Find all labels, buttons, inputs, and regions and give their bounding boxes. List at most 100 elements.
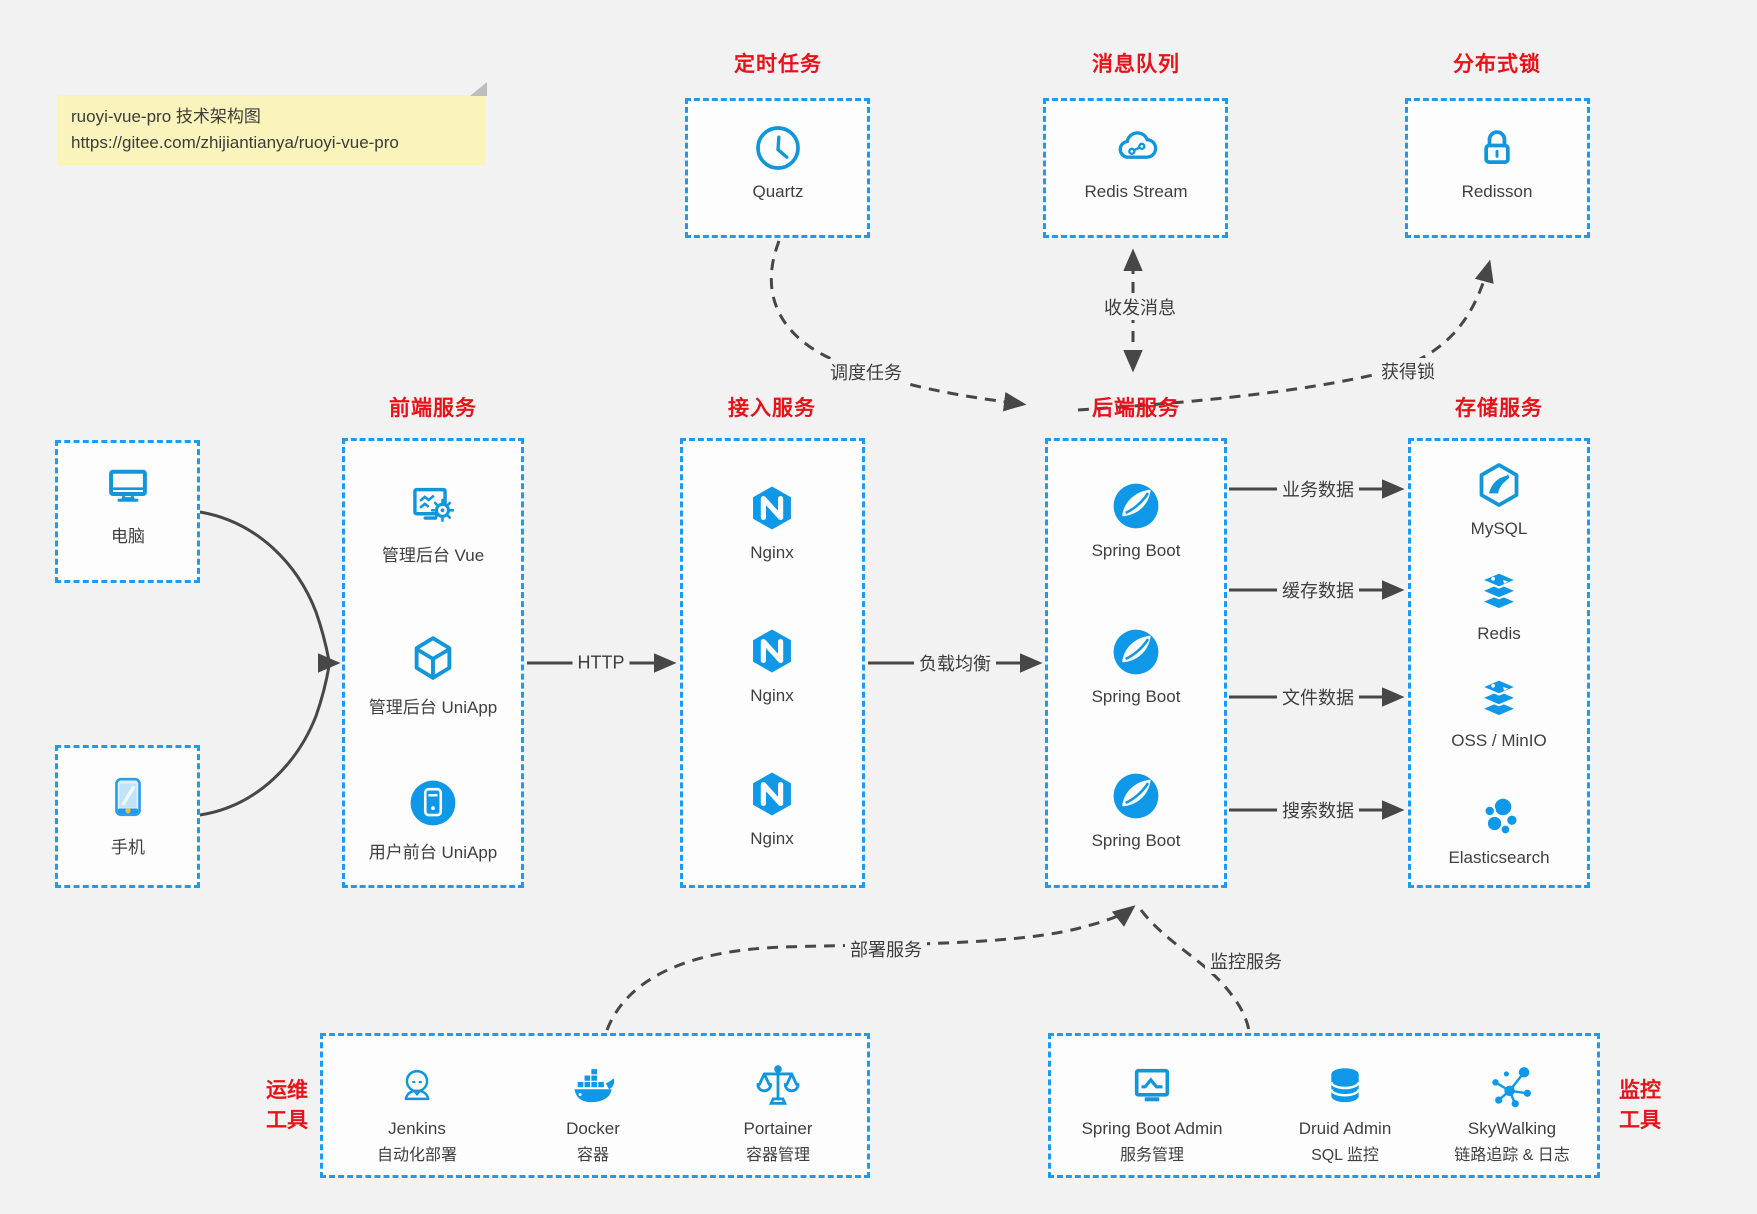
node-label: Elasticsearch — [1448, 848, 1550, 867]
node-sublabel: 链路追踪 & 日志 — [1454, 1147, 1570, 1164]
node-label: Spring Boot — [1091, 541, 1181, 560]
node-quartz: Quartz — [673, 118, 883, 202]
druid-icon — [1316, 1057, 1374, 1115]
group-box-desktop — [55, 440, 200, 583]
node-portainer: Portainer 容器管理 — [673, 1057, 883, 1165]
edge-label-schedule-task: 调度任务 — [825, 359, 907, 385]
node-elasticsearch: Elasticsearch — [1394, 786, 1604, 868]
group-box-monitoring — [1048, 1033, 1600, 1178]
note-title: ruoyi-vue-pro 技术架构图 — [71, 107, 261, 126]
node-redis-stream: Redis Stream — [1031, 118, 1241, 202]
admin-vue-icon — [402, 475, 464, 537]
edge-label-file-data: 文件数据 — [1277, 684, 1359, 710]
node-label: Spring Boot Admin — [1081, 1119, 1223, 1138]
edge-label-http: HTTP — [572, 652, 630, 674]
node-sublabel: 自动化部署 — [376, 1147, 457, 1164]
node-label: 手机 — [111, 838, 145, 857]
nginx-icon — [741, 620, 803, 682]
node-nginx-2: Nginx — [667, 620, 877, 706]
group-title-lock: 分布式锁 — [1453, 53, 1541, 76]
node-oss-minio: OSS / MinIO — [1394, 667, 1604, 751]
node-spring-boot-admin: Spring Boot Admin 服务管理 — [1047, 1057, 1257, 1165]
group-title-mq: 消息队列 — [1092, 53, 1180, 76]
sticky-note: ruoyi-vue-pro 技术架构图 https://gitee.com/zh… — [57, 82, 487, 165]
node-label: Portainer — [743, 1119, 813, 1138]
node-label: Redis Stream — [1084, 182, 1188, 201]
node-label: 管理后台 UniApp — [368, 698, 498, 717]
edge-mobile-to-frontend — [199, 665, 331, 817]
node-label: Docker — [566, 1119, 620, 1138]
spring-boot-admin-icon — [1123, 1057, 1181, 1115]
redis-icon — [1469, 560, 1529, 620]
edge-label-send-receive-msg: 收发消息 — [1099, 294, 1181, 320]
node-label: 电脑 — [111, 527, 145, 546]
node-sublabel: 容器 — [576, 1147, 609, 1164]
node-label: Nginx — [750, 543, 794, 562]
edge-label-search-data: 搜索数据 — [1277, 797, 1359, 823]
node-springboot-2: Spring Boot — [1031, 621, 1241, 707]
cube-icon — [402, 627, 464, 689]
node-label: Druid Admin — [1298, 1119, 1392, 1138]
edge-lock-line — [1077, 259, 1494, 412]
node-label: Nginx — [750, 686, 794, 705]
node-jenkins: Jenkins 自动化部署 — [312, 1057, 522, 1165]
node-user-uniapp: 用户前台 UniApp — [328, 772, 538, 863]
group-box-mq — [1043, 98, 1228, 238]
node-label: SkyWalking — [1467, 1119, 1557, 1138]
group-title-ops: 运维 工具 — [266, 1076, 308, 1136]
redis-stream-cloud-icon — [1106, 118, 1166, 178]
node-sublabel: 服务管理 — [1119, 1147, 1184, 1164]
edge-deploy-line — [605, 905, 1136, 1031]
node-label: OSS / MinIO — [1451, 731, 1547, 750]
edge-label-deploy-service: 部署服务 — [845, 936, 927, 962]
group-title-frontend: 前端服务 — [389, 397, 477, 420]
group-title-gateway: 接入服务 — [728, 397, 816, 420]
note-fold-corner — [470, 82, 487, 96]
node-skywalking: SkyWalking 链路追踪 & 日志 — [1407, 1057, 1617, 1165]
group-title-storage: 存储服务 — [1455, 397, 1543, 420]
oss-icon — [1469, 667, 1529, 727]
node-label: 用户前台 UniApp — [368, 843, 498, 862]
node-sublabel: 容器管理 — [745, 1147, 810, 1164]
group-title-scheduled: 定时任务 — [734, 53, 822, 76]
nginx-icon — [741, 763, 803, 825]
node-label: Redis — [1477, 624, 1521, 643]
node-nginx-3: Nginx — [667, 763, 877, 849]
note-url: https://gitee.com/zhijiantianya/ruoyi-vu… — [71, 133, 399, 152]
node-redisson: Redisson — [1392, 118, 1602, 202]
group-title-backend: 后端服务 — [1092, 397, 1180, 420]
edge-label-monitor-service: 监控服务 — [1205, 948, 1287, 974]
node-springboot-1: Spring Boot — [1031, 475, 1241, 561]
smartphone-icon — [96, 765, 160, 829]
monitoring-title-line2: 工具 — [1619, 1109, 1661, 1132]
ops-title-line1: 运维 — [266, 1079, 308, 1102]
clock-icon — [748, 118, 808, 178]
monitoring-title-line1: 监控 — [1619, 1079, 1661, 1102]
node-mobile: 手机 — [23, 765, 233, 858]
node-label: Redisson — [1461, 182, 1533, 201]
edge-label-cache-data: 缓存数据 — [1277, 577, 1359, 603]
edge-label-load-balance: 负载均衡 — [914, 650, 996, 676]
portainer-icon — [749, 1057, 807, 1115]
spring-boot-icon — [1105, 621, 1167, 683]
node-label: Jenkins — [388, 1119, 446, 1138]
elasticsearch-icon — [1470, 786, 1528, 844]
jenkins-icon — [388, 1057, 446, 1115]
skywalking-icon — [1483, 1057, 1541, 1115]
spring-boot-icon — [1105, 475, 1167, 537]
node-druid-admin: Druid Admin SQL 监控 — [1240, 1057, 1450, 1165]
node-docker: Docker 容器 — [488, 1057, 698, 1165]
group-box-ops — [320, 1033, 870, 1178]
node-label: Nginx — [750, 829, 794, 848]
node-label: MySQL — [1470, 519, 1528, 538]
node-desktop: 电脑 — [23, 454, 233, 547]
edge-label-business-data: 业务数据 — [1277, 476, 1359, 502]
ops-title-line2: 工具 — [266, 1109, 308, 1132]
padlock-icon — [1467, 118, 1527, 178]
user-app-icon — [402, 772, 464, 834]
group-box-mobile — [55, 745, 200, 888]
node-nginx-1: Nginx — [667, 477, 877, 563]
group-title-monitoring: 监控 工具 — [1619, 1076, 1661, 1136]
mysql-icon — [1469, 455, 1529, 515]
node-mysql: MySQL — [1394, 455, 1604, 539]
